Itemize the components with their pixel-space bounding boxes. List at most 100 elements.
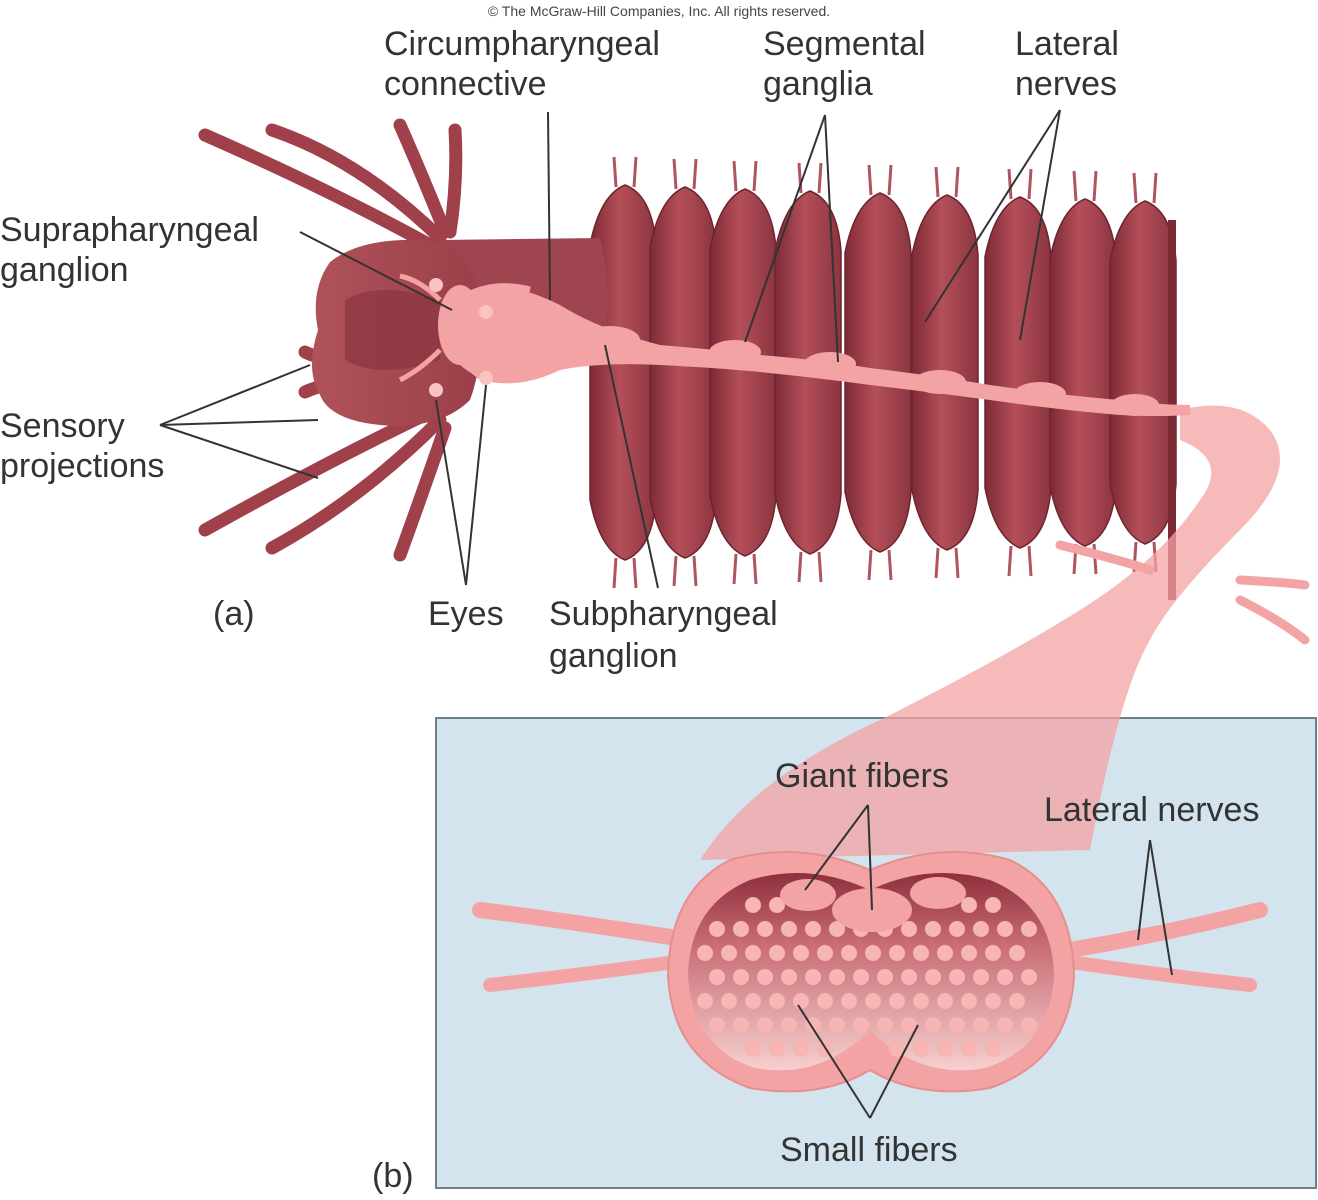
small-fiber [997, 921, 1013, 937]
small-fiber [733, 969, 749, 985]
small-fiber [757, 969, 773, 985]
small-fiber [961, 897, 977, 913]
parapodia-bristle [1072, 170, 1098, 202]
small-fiber [841, 993, 857, 1009]
small-fiber [817, 945, 833, 961]
small-fiber [889, 1041, 905, 1057]
parapodia-bristle [1132, 172, 1158, 204]
small-fiber [721, 993, 737, 1009]
small-fiber [925, 969, 941, 985]
small-fiber [973, 921, 989, 937]
label-segmental-2: ganglia [763, 65, 873, 103]
small-fiber [949, 1017, 965, 1033]
small-fiber [973, 969, 989, 985]
label-circumpharyngeal-1: Circumpharyngeal [384, 25, 660, 63]
cross-section [472, 851, 1268, 1093]
small-fiber [745, 945, 761, 961]
parapodia-bristle [732, 160, 758, 192]
small-fiber [709, 921, 725, 937]
small-fiber [757, 1017, 773, 1033]
small-fiber [745, 993, 761, 1009]
small-fiber [781, 921, 797, 937]
parapodia-bristle [934, 547, 960, 579]
cord-extension-nerves [1055, 540, 1310, 645]
small-fiber [973, 1017, 989, 1033]
label-small-fibers: Small fibers [780, 1131, 958, 1169]
small-fiber [841, 945, 857, 961]
parapodia-bristle [612, 557, 638, 589]
body-segment [1109, 200, 1177, 545]
small-fiber [805, 921, 821, 937]
small-fiber [769, 945, 785, 961]
small-fiber [937, 945, 953, 961]
small-fiber [829, 921, 845, 937]
small-fiber [829, 969, 845, 985]
small-fiber [793, 945, 809, 961]
small-fiber [853, 1017, 869, 1033]
small-fiber [949, 921, 965, 937]
label-lateral-nerves-b: Lateral nerves [1044, 791, 1260, 829]
small-fiber [781, 969, 797, 985]
small-fiber [769, 897, 785, 913]
small-fiber [1009, 993, 1025, 1009]
label-segmental-1: Segmental [763, 25, 926, 63]
small-fiber [793, 993, 809, 1009]
suprapharyngeal-ganglion-shape [398, 273, 542, 383]
label-sensory-2: projections [0, 447, 165, 485]
small-fiber [769, 1041, 785, 1057]
small-fiber [997, 1017, 1013, 1033]
parapodia-bristle [867, 164, 893, 196]
label-supra-1: Suprapharyngeal [0, 211, 259, 249]
small-fiber [1021, 969, 1037, 985]
small-fiber [697, 945, 713, 961]
eyes-dots [429, 278, 493, 397]
small-fiber [985, 897, 1001, 913]
body-segment [1049, 198, 1117, 547]
small-fiber [733, 1017, 749, 1033]
small-fiber [805, 969, 821, 985]
label-supra-2: ganglion [0, 251, 129, 289]
label-lateral-1: Lateral [1015, 25, 1119, 63]
label-giant-fibers: Giant fibers [775, 757, 949, 795]
small-fiber [793, 1041, 809, 1057]
small-fiber [745, 897, 761, 913]
small-fiber [865, 993, 881, 1009]
parapodia-bristle [672, 555, 698, 587]
small-fiber [829, 1017, 845, 1033]
small-fiber [709, 1017, 725, 1033]
small-fiber [937, 993, 953, 1009]
small-fiber [709, 969, 725, 985]
small-fiber [877, 1017, 893, 1033]
small-fiber [889, 945, 905, 961]
panel-a-tag: (a) [213, 595, 255, 633]
panel-b-tag: (b) [372, 1157, 414, 1195]
small-fiber [961, 945, 977, 961]
small-fiber [1021, 921, 1037, 937]
parapodia-bristle [612, 156, 638, 188]
small-fiber [865, 945, 881, 961]
small-fiber [985, 945, 1001, 961]
small-fiber [721, 945, 737, 961]
label-sub-1: Subpharyngeal [549, 595, 778, 633]
small-fiber [985, 993, 1001, 1009]
leader-lines [159, 109, 1173, 1119]
parapodia-bristle [1007, 545, 1033, 577]
small-fiber [769, 993, 785, 1009]
parapodia-bristle [797, 551, 823, 583]
small-fiber [901, 1017, 917, 1033]
small-fiber [1021, 1017, 1037, 1033]
small-fibers-dots [697, 897, 1037, 1057]
small-fiber [877, 969, 893, 985]
small-fiber [901, 969, 917, 985]
body-segment [649, 186, 717, 559]
small-fiber [781, 1017, 797, 1033]
label-circumpharyngeal-2: connective [384, 65, 547, 103]
small-fiber [853, 969, 869, 985]
small-fiber [1009, 945, 1025, 961]
small-fiber [961, 993, 977, 1009]
segmental-ganglia-swellings [580, 326, 1159, 416]
small-fiber [817, 993, 833, 1009]
label-sub-2: ganglion [549, 637, 678, 675]
